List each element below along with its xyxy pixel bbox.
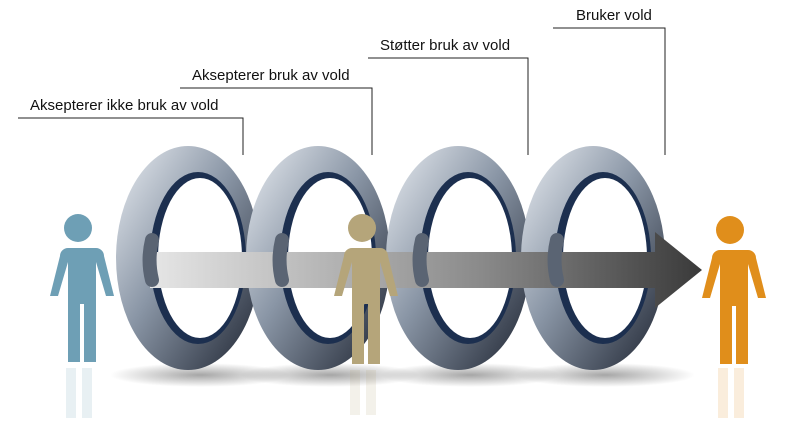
stage-label-1: Aksepterer ikke bruk av vold [30, 97, 219, 114]
leader-line-4 [553, 27, 666, 155]
stage-label-4: Bruker vold [576, 7, 652, 24]
stage-label-2: Aksepterer bruk av vold [192, 67, 350, 84]
reflections [66, 368, 744, 418]
leader-lines [18, 27, 666, 155]
leader-line-1 [18, 117, 244, 155]
person-middle-icon [334, 214, 398, 364]
person-start-icon [50, 214, 114, 362]
person-end-icon [702, 216, 766, 364]
leader-line-3 [368, 57, 529, 155]
ring-fronts [142, 233, 564, 287]
stage-label-3: Støtter bruk av vold [380, 37, 511, 54]
leader-line-2 [180, 87, 373, 155]
shadows [110, 363, 695, 387]
